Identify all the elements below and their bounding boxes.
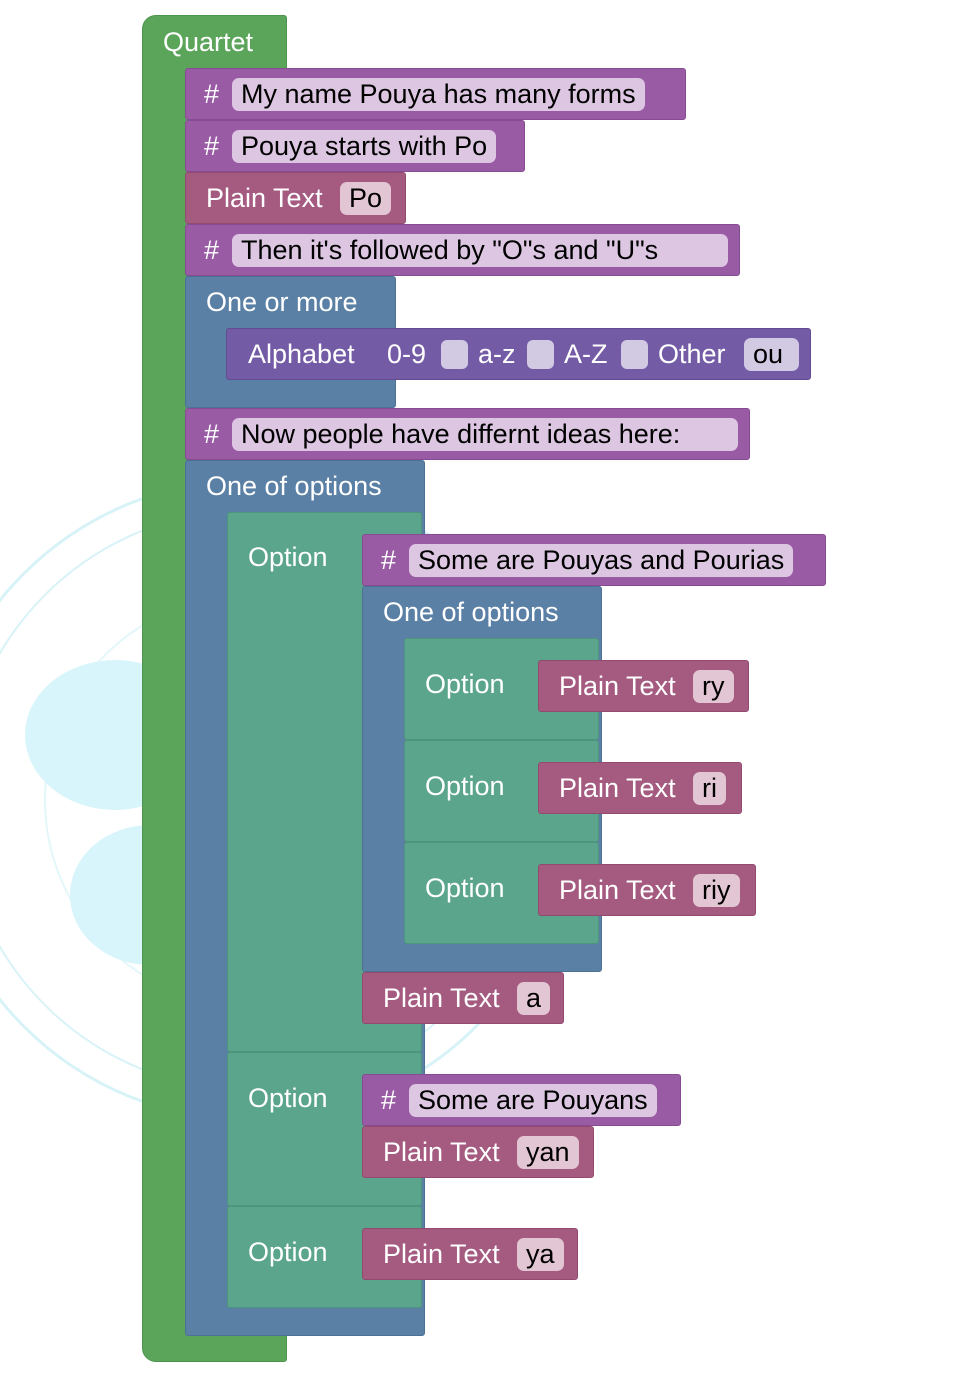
one-or-more-label: One or more — [206, 287, 358, 317]
uppercase-label: A-Z — [564, 339, 608, 369]
other-label: Other — [658, 339, 726, 369]
comment-block[interactable]: # Now people have differnt ideas here: — [185, 408, 750, 460]
plain-text-block[interactable]: Plain Text Po — [185, 172, 406, 224]
comment-block[interactable]: # Then it's followed by "O"s and "U"s — [185, 224, 740, 276]
option-label: Option — [425, 669, 505, 699]
plain-text-field[interactable]: a — [517, 982, 551, 1015]
hash-icon: # — [204, 79, 220, 109]
plain-text-block[interactable]: Plain Text ry — [538, 660, 749, 712]
plain-text-field[interactable]: ya — [517, 1238, 564, 1271]
plain-text-label: Plain Text — [559, 875, 676, 905]
comment-text-field[interactable]: Some are Pouyans — [409, 1084, 657, 1117]
plain-text-label: Plain Text — [559, 671, 676, 701]
hash-icon: # — [204, 419, 220, 449]
lowercase-label: a-z — [478, 339, 516, 369]
comment-block[interactable]: # Pouya starts with Po — [185, 120, 525, 172]
comment-text-field[interactable]: Some are Pouyas and Pourias — [409, 544, 794, 577]
plain-text-label: Plain Text — [383, 1137, 500, 1167]
plain-text-label: Plain Text — [559, 773, 676, 803]
comment-text-field[interactable]: Then it's followed by "O"s and "U"s — [232, 234, 728, 267]
plain-text-label: Plain Text — [383, 1239, 500, 1269]
plain-text-block[interactable]: Plain Text yan — [362, 1126, 594, 1178]
option-label: Option — [248, 1083, 328, 1113]
comment-block[interactable]: # My name Pouya has many forms — [185, 68, 686, 120]
lowercase-checkbox[interactable] — [527, 340, 554, 369]
plain-text-label: Plain Text — [383, 983, 500, 1013]
hash-icon: # — [204, 235, 220, 265]
one-of-options-label: One of options — [383, 597, 559, 627]
plain-text-field[interactable]: riy — [693, 874, 740, 907]
plain-text-field[interactable]: yan — [517, 1136, 579, 1169]
digits-checkbox[interactable] — [441, 340, 468, 369]
other-chars-field[interactable]: ou — [744, 338, 799, 371]
plain-text-block[interactable]: Plain Text riy — [538, 864, 756, 916]
uppercase-checkbox[interactable] — [621, 340, 648, 369]
comment-block[interactable]: # Some are Pouyans — [362, 1074, 681, 1126]
option-label: Option — [425, 873, 505, 903]
option-label: Option — [248, 1237, 328, 1267]
plain-text-field[interactable]: ry — [693, 670, 734, 703]
digits-label: 0-9 — [387, 339, 427, 369]
plain-text-block[interactable]: Plain Text a — [362, 972, 564, 1024]
option-label: Option — [248, 542, 328, 572]
hash-icon: # — [381, 545, 397, 575]
hash-icon: # — [381, 1085, 397, 1115]
option-label: Option — [425, 771, 505, 801]
plain-text-field[interactable]: Po — [340, 182, 392, 215]
comment-text-field[interactable]: Pouya starts with Po — [232, 130, 497, 163]
plain-text-block[interactable]: Plain Text ya — [362, 1228, 578, 1280]
alphabet-label: Alphabet — [248, 339, 355, 369]
plain-text-block[interactable]: Plain Text ri — [538, 762, 742, 814]
comment-text-field[interactable]: Now people have differnt ideas here: — [232, 418, 738, 451]
comment-text-field[interactable]: My name Pouya has many forms — [232, 78, 645, 111]
alphabet-block[interactable]: Alphabet 0-9 a-z A-Z Other ou — [226, 328, 811, 380]
plain-text-label: Plain Text — [206, 183, 323, 213]
hash-icon: # — [204, 131, 220, 161]
quartet-label: Quartet — [163, 27, 254, 57]
plain-text-field[interactable]: ri — [693, 772, 726, 805]
comment-block[interactable]: # Some are Pouyas and Pourias — [362, 534, 826, 586]
one-of-options-label: One of options — [206, 471, 382, 501]
